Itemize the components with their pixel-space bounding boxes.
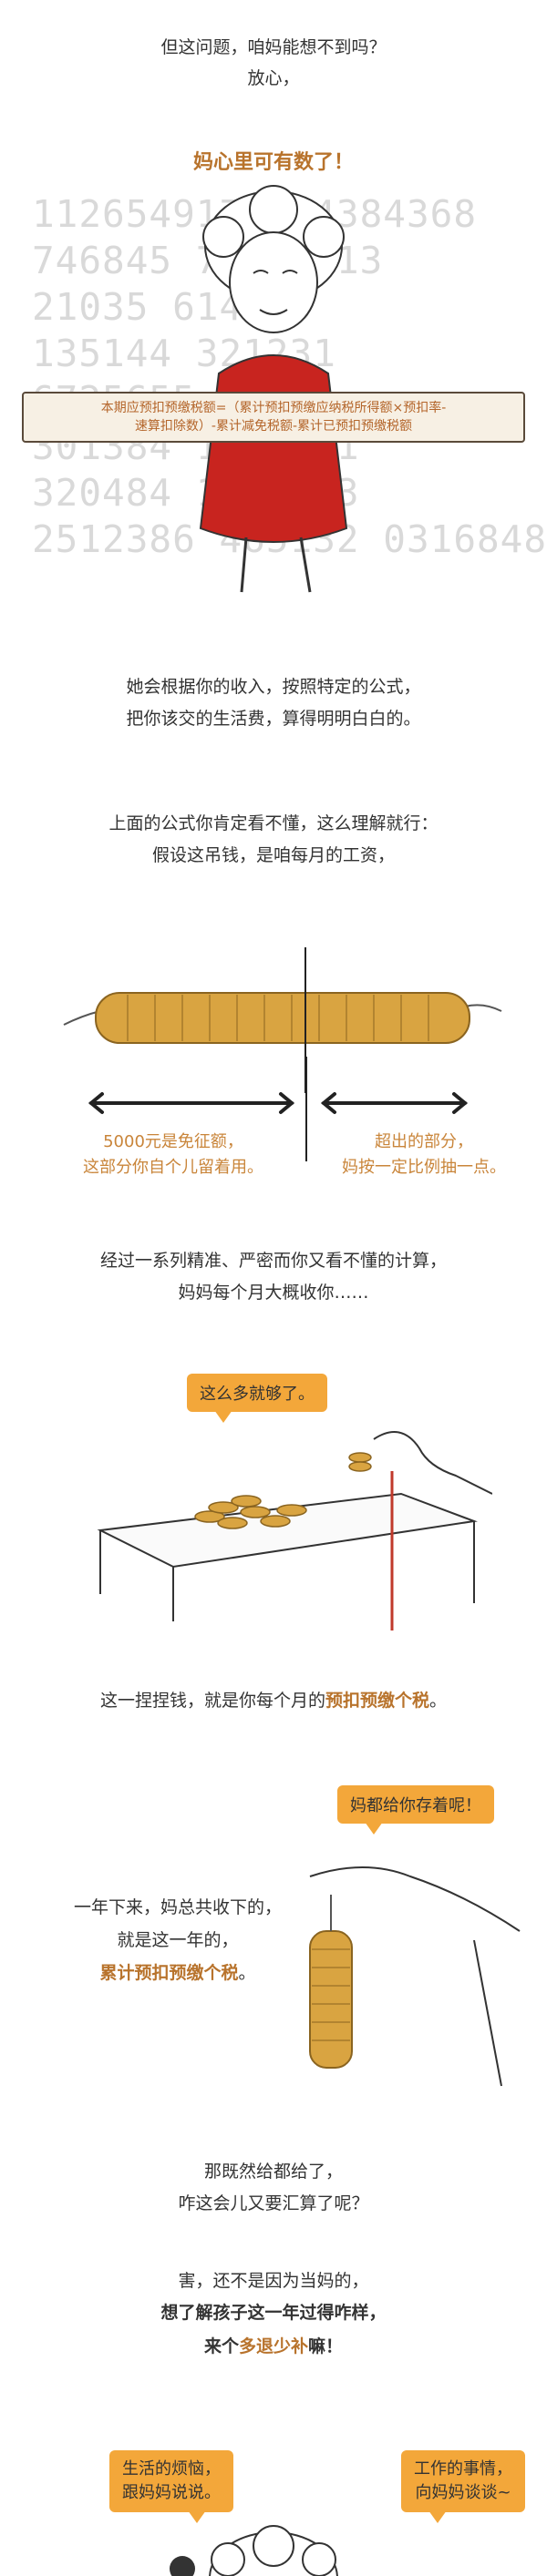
split-right-line-2: 妈按一定比例抽一点。 [342, 1158, 506, 1177]
para7-line-3: 来个多退少补嘛！ [0, 2334, 547, 2359]
para5-suffix: 。 [238, 1963, 256, 1983]
formula-line-1: 本期应预扣预缴税额=（累计预扣预缴应纳税所得额×预扣率- [100, 401, 447, 415]
split-left-line-1: 5000元是免征额， [103, 1132, 243, 1151]
split-arrows [88, 1092, 469, 1114]
intro-line-1: 但这问题，咱妈能想不到吗？ [160, 37, 387, 57]
split-left-line-2: 这部分你自个儿留着用。 [83, 1158, 263, 1177]
coin-string-illustration [63, 947, 502, 1093]
para5-accent: 累计预扣预缴个税 [99, 1963, 239, 1983]
para7-line-2: 想了解孩子这一年过得咋样， [160, 2303, 387, 2323]
para5-line-1: 一年下来，妈总共收下的， [73, 1897, 282, 1917]
para6-line-1: 那既然给都给了， [203, 2162, 343, 2182]
intro-line-2: 放心， [247, 68, 300, 88]
hanging-coins-illustration [309, 1866, 521, 2087]
speech-bubble-saving: 妈都给你存着呢！ [337, 1785, 494, 1835]
table-coins-illustration [97, 1431, 492, 1630]
para5-line-2: 就是这一年的， [117, 1930, 239, 1950]
bubble3-line-1: 生活的烦恼， [122, 2459, 221, 2479]
speech-bubble-work: 工作的事情， 向妈妈谈谈~ [401, 2450, 525, 2523]
formula-line-2: 速算扣除数）-累计减免税额-累计已预扣预缴税额 [134, 419, 413, 434]
para4-prefix: 这一捏捏钱，就是你每个月的 [99, 1691, 325, 1711]
para7-prefix: 来个 [203, 2336, 239, 2356]
para7-line-1: 害，还不是因为当妈的， [178, 2271, 369, 2291]
para2-line-2: 假设这吊钱，是咱每月的工资， [151, 845, 395, 865]
speech-bubble-enough: 这么多就够了。 [187, 1374, 327, 1423]
para3-line-2: 妈妈每个月大概收你…… [178, 1283, 369, 1303]
speech-bubble-life: 生活的烦恼， 跟妈妈说说。 [109, 2450, 233, 2523]
bubble4-line-1: 工作的事情， [414, 2459, 512, 2479]
bubble4-line-2: 向妈妈谈谈~ [415, 2483, 511, 2502]
intro-heading: 妈心里可有数了！ [0, 146, 547, 175]
split-right-caption: 超出的部分， 妈按一定比例抽一点。 [315, 1130, 533, 1181]
para1-line-1: 她会根据你的收入，按照特定的公式， [126, 677, 421, 697]
para5: 一年下来，妈总共收下的， 就是这一年的， 累计预扣预缴个税。 [27, 1895, 328, 1986]
split-divider [305, 1057, 307, 1161]
para4: 这一捏捏钱，就是你每个月的预扣预缴个税。 [0, 1688, 547, 1713]
mom-head-illustration [170, 2525, 338, 2576]
para3-line-1: 经过一系列精准、严密而你又看不懂的计算， [99, 1251, 447, 1271]
para7-suffix: 嘛！ [308, 2336, 344, 2356]
bubble3-line-2: 跟妈妈说说。 [122, 2483, 221, 2502]
para1-line-2: 把你该交的生活费，算得明明白白的。 [126, 709, 421, 729]
heading-text: 妈心里可有数了！ [192, 151, 354, 174]
split-left-caption: 5000元是免征额， 这部分你自个儿留着用。 [55, 1130, 292, 1181]
formula-banner: 本期应预扣预缴税额=（累计预扣预缴应纳税所得额×预扣率- 速算扣除数）-累计减免… [22, 392, 525, 443]
para6-line-2: 咋这会儿又要汇算了呢？ [178, 2193, 369, 2213]
para7-accent: 多退少补 [238, 2336, 308, 2356]
para4-suffix: 。 [429, 1691, 448, 1711]
split-right-line-1: 超出的部分， [375, 1132, 473, 1151]
para2-line-1: 上面的公式你肯定看不懂，这么理解就行： [108, 813, 439, 833]
para4-accent: 预扣预缴个税 [325, 1691, 429, 1711]
para5-line-3: 累计预扣预缴个税。 [27, 1960, 328, 1986]
